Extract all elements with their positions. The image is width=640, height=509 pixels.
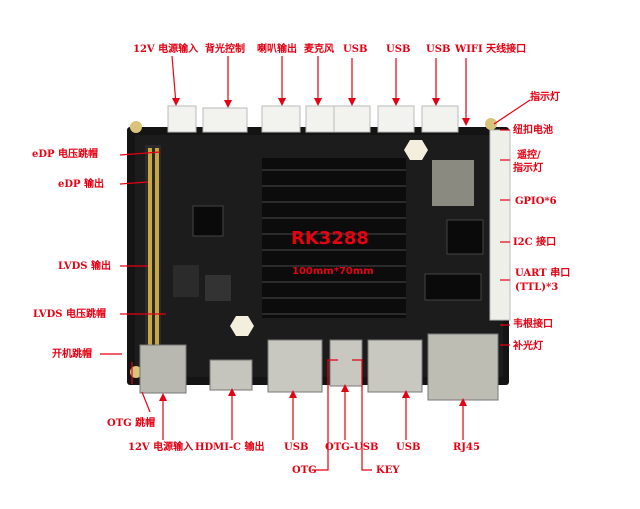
chip-name: RK3288 [291,228,369,249]
label-key: KEY [376,465,400,476]
chip [424,273,482,301]
label-wifi-antenna: WIFI 天线接口 [455,44,527,55]
label-backlight-control: 背光控制 [205,44,245,55]
label-otg-jumper: OTG 跳帽 [107,418,156,429]
label-wiegand: 韦根接口 [513,319,553,330]
label-power-on-jumper: 开机跳帽 [52,349,92,360]
label-remote: 遥控/ [517,150,541,161]
label-usb-bottom-1: USB [284,442,309,453]
label-otg-usb: OTG-USB [325,442,379,453]
label-lvds-output: LVDS 输出 [58,261,111,272]
arrow-heads [159,98,470,406]
rj45-port [427,333,499,401]
label-remote-indicator: 指示灯 [513,163,543,174]
top-connectors [167,105,459,133]
label-hdmi-c-output: HDMI-C 输出 [195,442,265,453]
usb-port [267,339,323,393]
chip [192,205,224,237]
label-otg: OTG [292,465,317,476]
board-dimensions: 100mm*70mm [292,266,374,277]
label-usb-bottom-2: USB [396,442,421,453]
standoff [404,140,428,160]
standoff [230,316,254,336]
right-connectors [489,129,511,321]
label-speaker-output: 喇叭输出 [257,44,297,55]
chip [446,219,484,255]
label-12v-power-input-top: 12V 电源输入 [133,44,199,55]
label-uart-ttl: (TTL)*3 [515,282,559,293]
label-lvds-voltage-jumper: LVDS 电压跳帽 [33,309,106,320]
label-i2c: I2C 接口 [513,237,557,248]
label-coin-battery: 纽扣电池 [513,125,553,136]
wifi-module [432,160,474,206]
heatsink [262,158,406,318]
usb-port [367,339,423,393]
label-gpio: GPIO*6 [515,196,557,207]
callout-arrows [100,55,531,471]
otg-usb-port [329,339,363,387]
mount-hole [485,118,497,130]
label-usb-top-2: USB [386,44,411,55]
label-fill-light: 补光灯 [513,341,543,352]
inductor [173,265,199,297]
mount-hole [130,121,142,133]
label-rj45: RJ45 [453,442,480,453]
hdmi-port [209,359,253,391]
label-edp-voltage-jumper: eDP 电压跳帽 [32,149,99,160]
label-usb-top-3: USB [426,44,451,55]
label-uart: UART 串口 [515,268,571,279]
label-indicator-light: 指示灯 [530,92,560,103]
label-microphone: 麦克风 [304,44,334,55]
dc-jack [139,344,187,394]
mount-hole [130,366,142,378]
inductor [205,275,231,301]
label-12v-power-input-bottom: 12V 电源输入 [128,442,194,453]
label-usb-top-1: USB [343,44,368,55]
label-edp-output: eDP 输出 [58,179,105,190]
